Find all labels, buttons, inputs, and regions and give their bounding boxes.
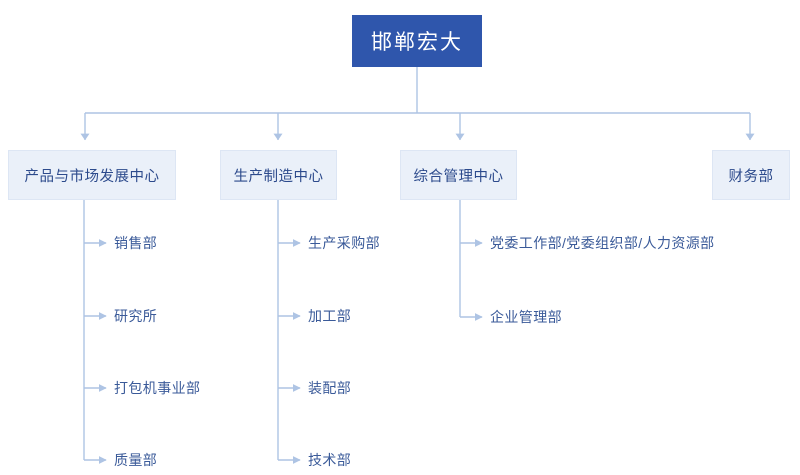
leaf-node[interactable]: 生产采购部: [308, 235, 380, 251]
division-3-leaf-connectors: [459, 200, 483, 321]
leaf-node[interactable]: 技术部: [308, 452, 352, 468]
division-1-leaf-connectors: [83, 200, 107, 464]
leaf-node[interactable]: 装配部: [308, 380, 352, 396]
leaf-node[interactable]: 打包机事业部: [114, 380, 201, 396]
node-division-4[interactable]: 财务部: [712, 150, 790, 200]
leaf-node[interactable]: 研究所: [114, 308, 158, 324]
division-2-leaf-connectors: [277, 200, 301, 464]
leaf-node[interactable]: 销售部: [114, 235, 158, 251]
leaf-node[interactable]: 企业管理部: [490, 309, 562, 325]
leaf-node[interactable]: 加工部: [308, 308, 352, 324]
leaf-node[interactable]: 党委工作部/党委组织部/人力资源部: [490, 235, 715, 251]
leaf-node[interactable]: 质量部: [114, 452, 158, 468]
node-root[interactable]: 邯郸宏大: [352, 15, 482, 67]
node-division-3[interactable]: 综合管理中心: [400, 150, 517, 200]
root-to-divisions-connectors: [80, 67, 755, 141]
node-division-1[interactable]: 产品与市场发展中心: [8, 150, 176, 200]
node-division-2[interactable]: 生产制造中心: [220, 150, 337, 200]
